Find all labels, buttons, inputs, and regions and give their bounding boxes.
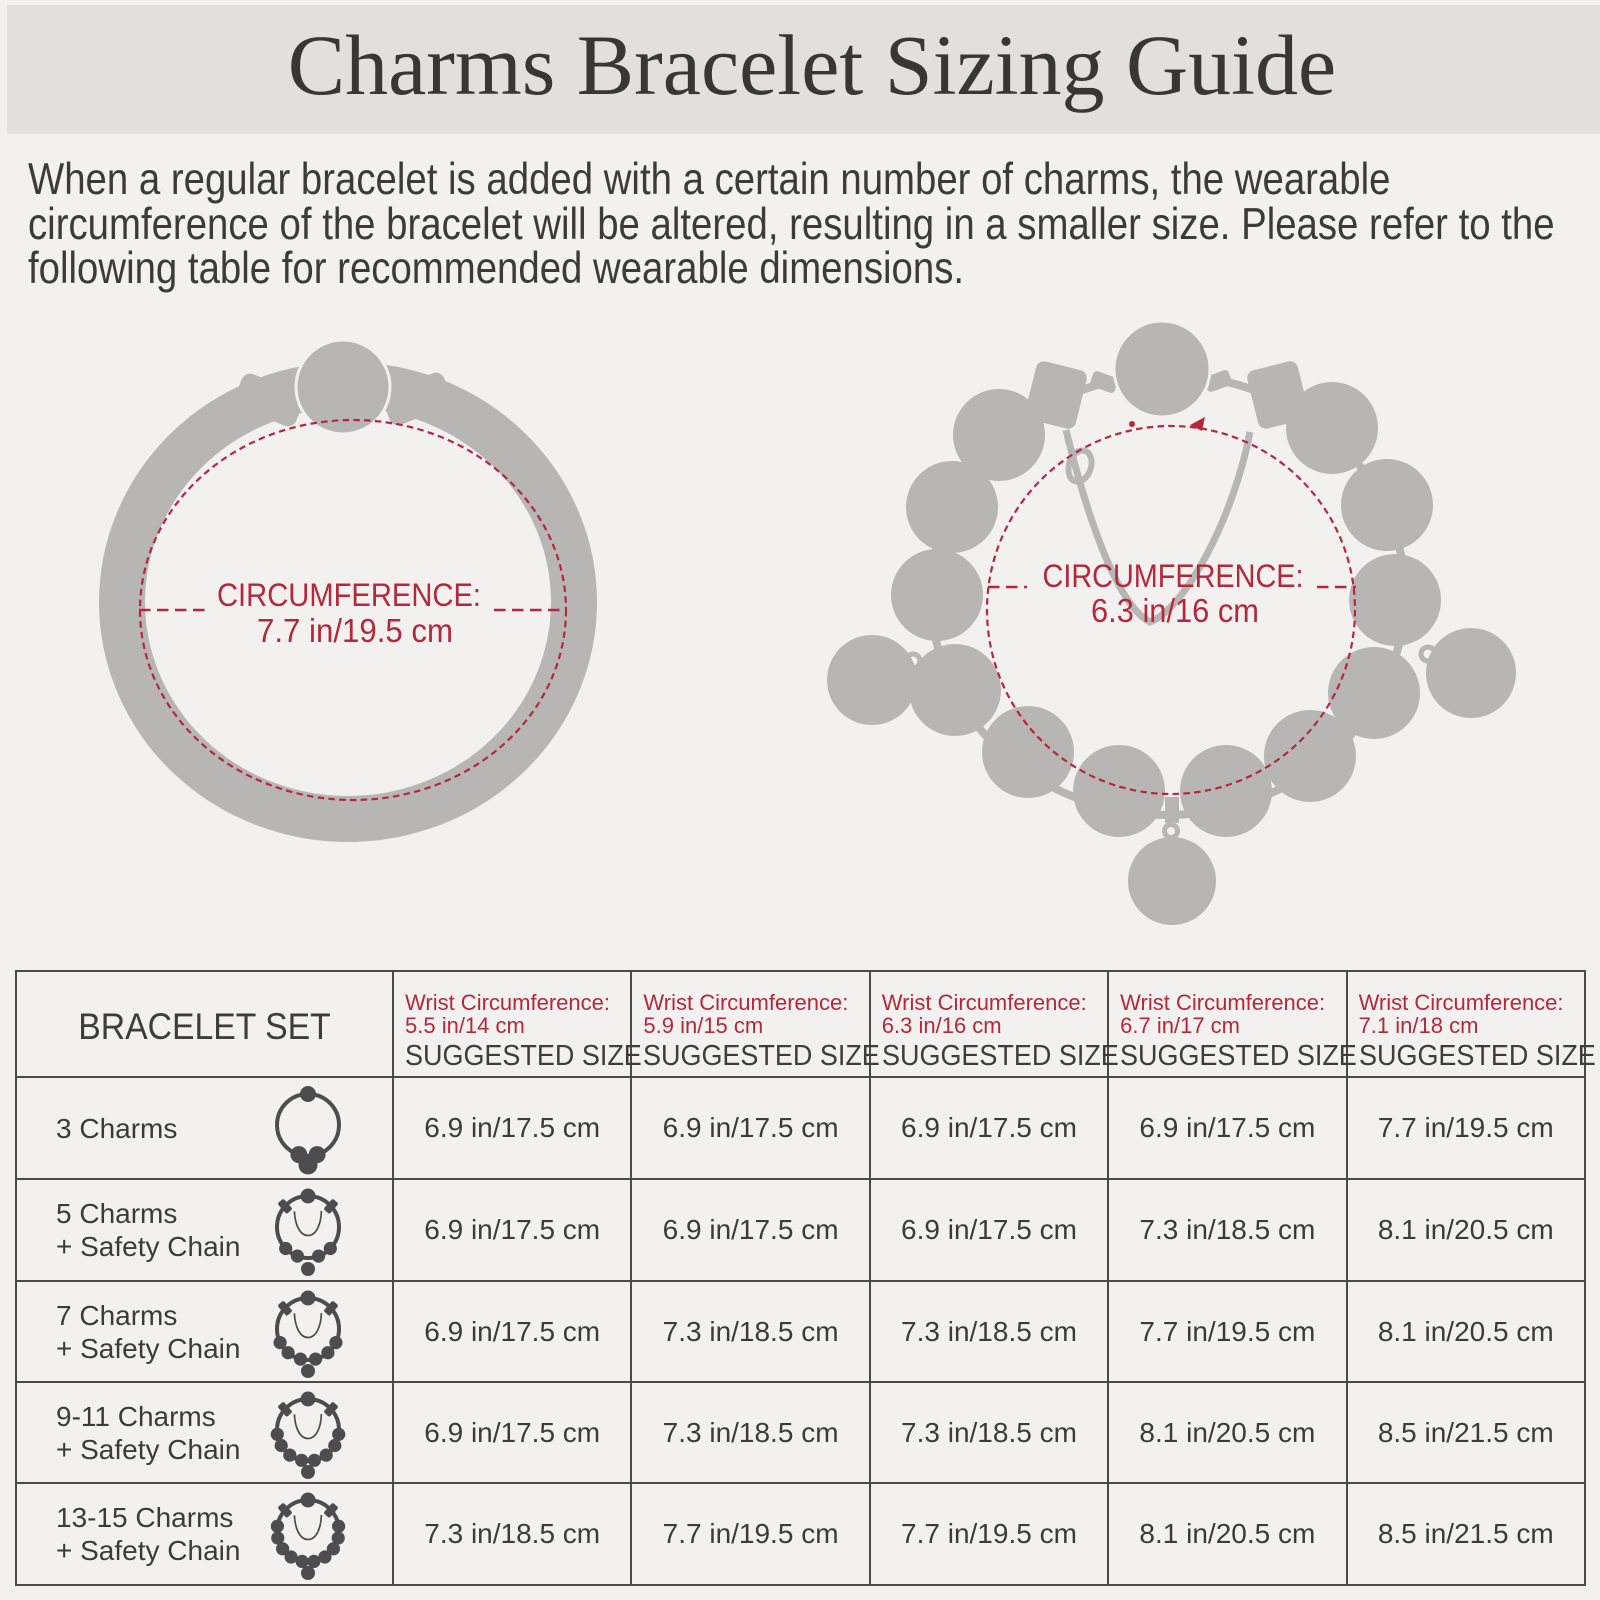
svg-text:7.7 in/19.5 cm: 7.7 in/19.5 cm [257,612,453,649]
svg-text:CIRCUMFERENCE:: CIRCUMFERENCE: [1043,558,1304,594]
svg-text:6.3 in/16 cm: 6.3 in/16 cm [1091,592,1259,629]
svg-text:CIRCUMFERENCE:: CIRCUMFERENCE: [217,577,481,613]
